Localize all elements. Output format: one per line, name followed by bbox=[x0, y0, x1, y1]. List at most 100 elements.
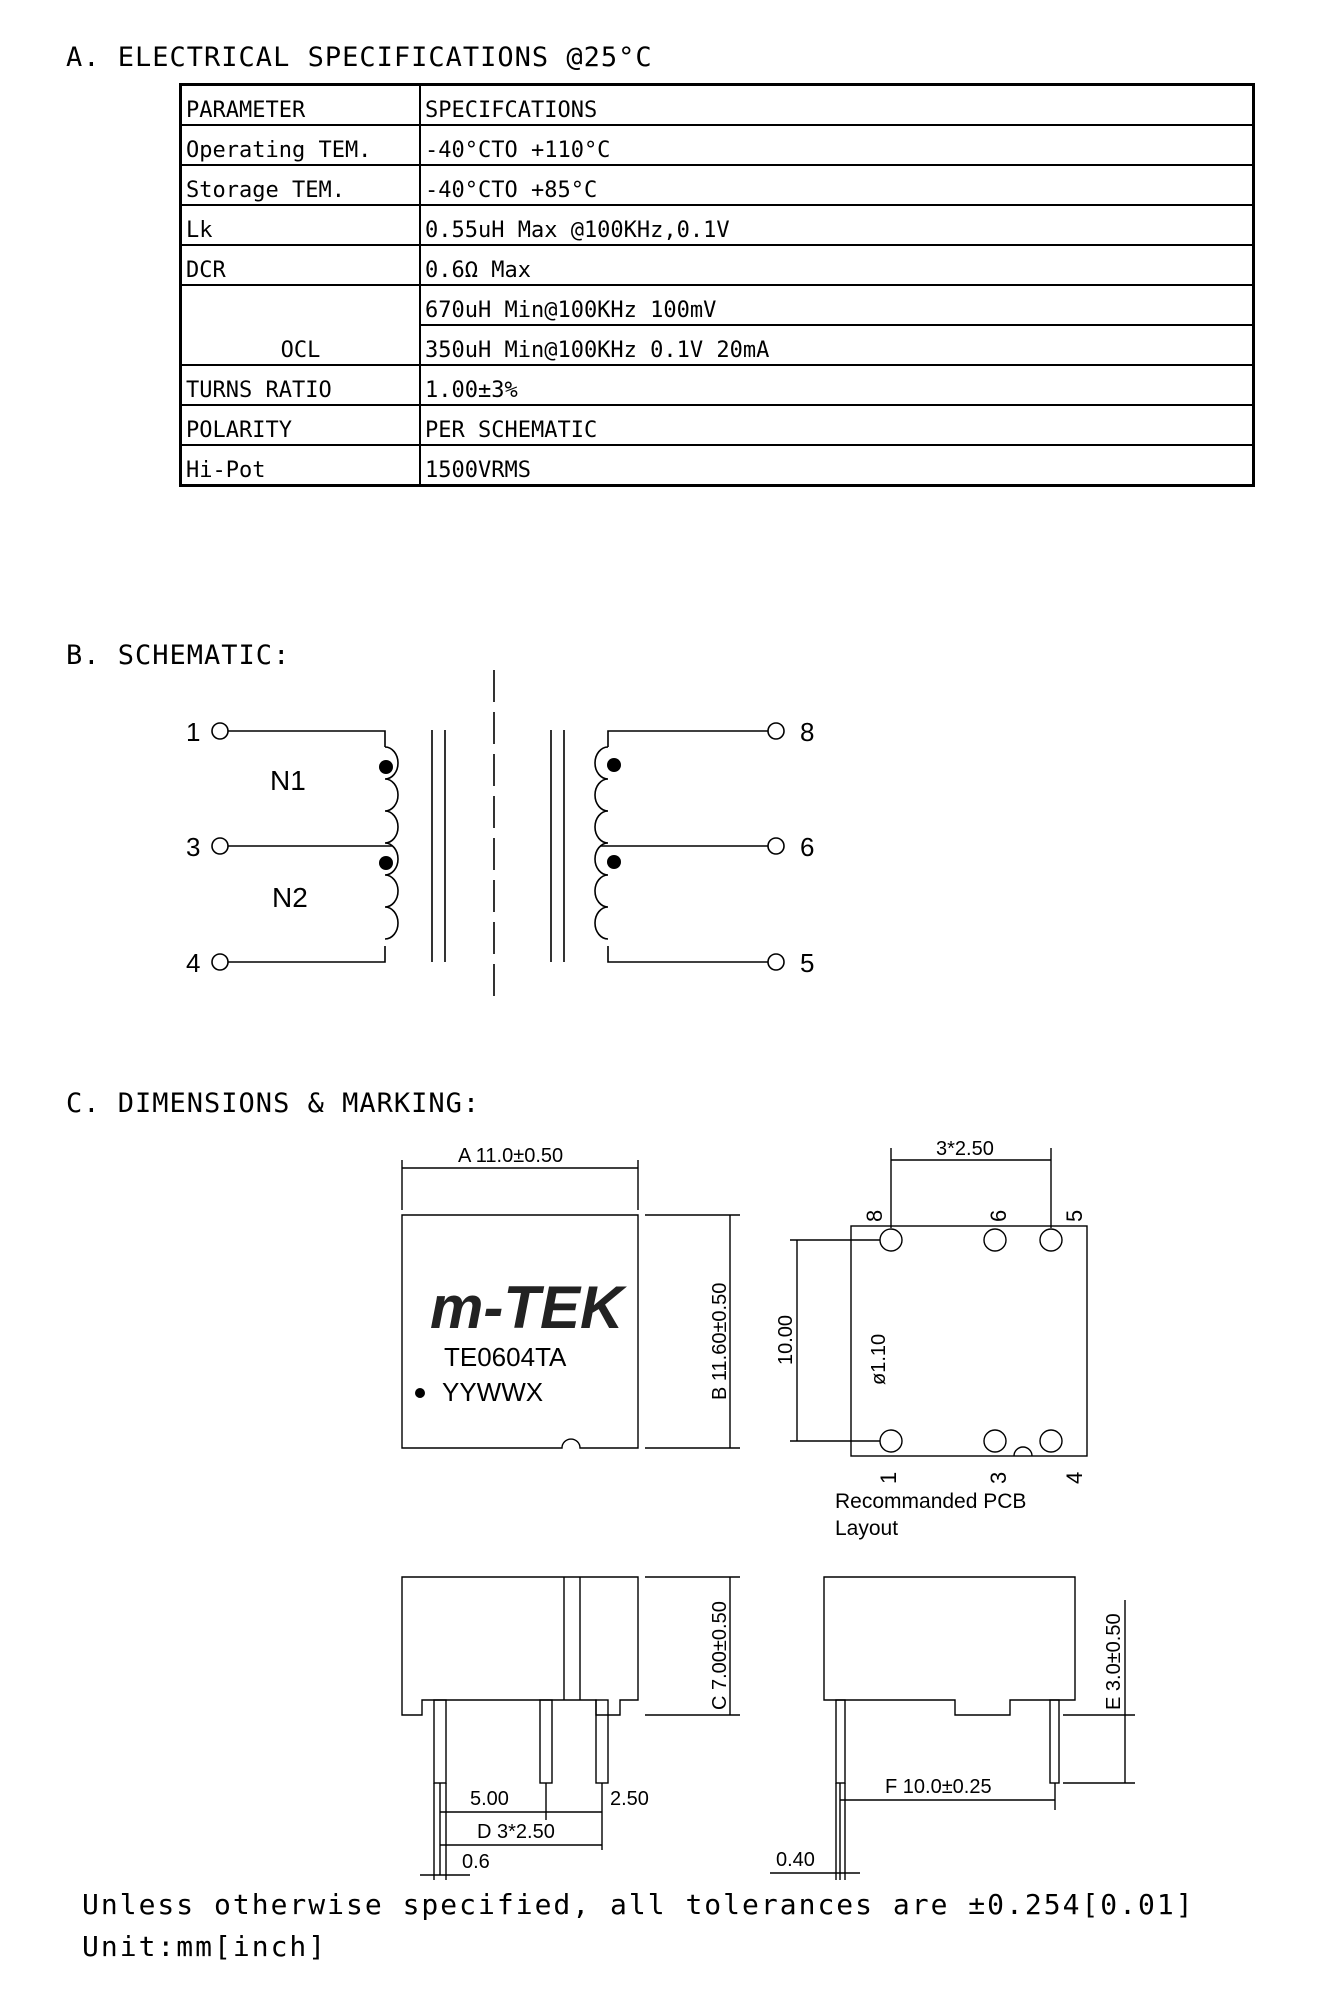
unit-note: Unit:mm[inch] bbox=[82, 1930, 328, 1963]
table-row-ocl: OCL 670uH Min@100KHz 100mV bbox=[179, 284, 1255, 366]
table-row: Lk 0.55uH Max @100KHz,0.1V bbox=[179, 204, 1255, 246]
front-view-body bbox=[401, 1576, 639, 1716]
pin-lead bbox=[1049, 1699, 1060, 1784]
date-code: YYWWX bbox=[442, 1377, 543, 1407]
table-row-ocl: 350uH Min@100KHz 0.1V 20mA bbox=[181, 324, 1255, 366]
row-parameter: Operating TEM. bbox=[179, 124, 421, 166]
pcb-pin-5: 5 bbox=[1062, 1210, 1087, 1222]
polarity-dot bbox=[607, 855, 621, 869]
pcb-pin-8: 8 bbox=[862, 1210, 887, 1222]
lead-wire bbox=[607, 946, 768, 963]
mtek-logo: m-TEK bbox=[430, 1274, 627, 1341]
pin-lead bbox=[433, 1699, 447, 1784]
primary-coil bbox=[384, 746, 399, 940]
row-parameter: Storage TEM. bbox=[179, 164, 421, 206]
pcb-height-label: 10.00 bbox=[775, 1315, 797, 1365]
row-spec: -40°CTO +85°C bbox=[419, 164, 1255, 206]
row-parameter: DCR bbox=[179, 244, 421, 286]
pin1-marker-dot bbox=[415, 1388, 425, 1398]
row-spec: PER SCHEMATIC bbox=[419, 404, 1255, 446]
pin-label-6: 6 bbox=[800, 832, 814, 862]
section-a-title: A. ELECTRICAL SPECIFICATIONS @25°C bbox=[66, 42, 653, 73]
pcb-notch bbox=[1013, 1446, 1033, 1457]
electrical-spec-table: PARAMETER SPECIFCATIONS Operating TEM. -… bbox=[179, 83, 1255, 487]
pcb-pin-1: 1 bbox=[876, 1472, 901, 1484]
pin-lead bbox=[595, 1699, 609, 1784]
table-row: TURNS RATIO 1.00±3% bbox=[179, 364, 1255, 406]
row-parameter: Lk bbox=[179, 204, 421, 246]
pcb-hole bbox=[1039, 1429, 1063, 1453]
dim-500-label: 5.00 bbox=[470, 1788, 509, 1810]
dim-d-label: D 3*2.50 bbox=[477, 1821, 555, 1843]
pin-terminal bbox=[767, 722, 785, 740]
polarity-dot bbox=[379, 760, 393, 774]
pcb-pin-4: 4 bbox=[1062, 1472, 1087, 1484]
table-row: Hi-Pot 1500VRMS bbox=[179, 444, 1255, 487]
table-row: POLARITY PER SCHEMATIC bbox=[179, 404, 1255, 446]
pcb-pitch-label: 3*2.50 bbox=[936, 1138, 994, 1160]
polarity-dot bbox=[379, 856, 393, 870]
table-row: Operating TEM. -40°CTO +110°C bbox=[179, 124, 1255, 166]
pcb-hole bbox=[879, 1228, 903, 1252]
pcb-pin-6: 6 bbox=[986, 1210, 1011, 1222]
lead-wire bbox=[607, 730, 768, 747]
top-view-body bbox=[401, 1214, 639, 1449]
ocl-spec-2: 350uH Min@100KHz 0.1V 20mA bbox=[419, 324, 1255, 366]
pcb-hole bbox=[983, 1429, 1007, 1453]
polarity-dot bbox=[607, 758, 621, 772]
pcb-hole-label: ø1.10 bbox=[868, 1334, 890, 1385]
pin-label-1: 1 bbox=[186, 717, 200, 747]
header-parameter: PARAMETER bbox=[179, 83, 421, 126]
table-header-row: PARAMETER SPECIFCATIONS bbox=[179, 83, 1255, 126]
pin-label-8: 8 bbox=[800, 717, 814, 747]
winding-label-n1: N1 bbox=[270, 765, 306, 796]
dim-250-label: 2.50 bbox=[610, 1788, 649, 1810]
section-b-title: B. SCHEMATIC: bbox=[66, 640, 291, 671]
row-spec: -40°CTO +110°C bbox=[419, 124, 1255, 166]
row-spec: 0.55uH Max @100KHz,0.1V bbox=[419, 204, 1255, 246]
lead-wire bbox=[228, 946, 386, 963]
pin-terminal bbox=[211, 953, 229, 971]
lead-wire bbox=[228, 730, 386, 747]
pin-terminal bbox=[211, 837, 229, 855]
dim-b-label: B 11.60±0.50 bbox=[709, 1283, 731, 1400]
pcb-hole bbox=[1039, 1228, 1063, 1252]
row-parameter: POLARITY bbox=[179, 404, 421, 446]
pin-terminal bbox=[211, 722, 229, 740]
dim-06-label: 0.6 bbox=[462, 1851, 490, 1873]
winding-label-n2: N2 bbox=[272, 882, 308, 913]
table-row: DCR 0.6Ω Max bbox=[179, 244, 1255, 286]
pcb-caption-2: Layout bbox=[835, 1517, 898, 1540]
pcb-outline bbox=[850, 1225, 1088, 1457]
table-row: Storage TEM. -40°CTO +85°C bbox=[179, 164, 1255, 206]
row-spec: 1500VRMS bbox=[419, 444, 1255, 487]
pin-terminal bbox=[767, 837, 785, 855]
pin-label-4: 4 bbox=[186, 948, 200, 978]
row-parameter: Hi-Pot bbox=[179, 444, 421, 487]
pin-lead bbox=[539, 1699, 553, 1784]
dim-a-label: A 11.0±0.50 bbox=[458, 1145, 563, 1167]
dim-e-label: E 3.0±0.50 bbox=[1103, 1613, 1125, 1710]
header-spec: SPECIFCATIONS bbox=[419, 83, 1255, 126]
schematic bbox=[211, 670, 785, 1000]
secondary-coil bbox=[594, 746, 609, 940]
pin-terminal bbox=[767, 953, 785, 971]
pin-lead bbox=[835, 1699, 846, 1784]
ocl-spec-1: 670uH Min@100KHz 100mV bbox=[419, 284, 1255, 326]
pcb-hole bbox=[879, 1429, 903, 1453]
ocl-parameter: OCL bbox=[179, 284, 421, 366]
tolerance-note: Unless otherwise specified, all toleranc… bbox=[82, 1888, 1195, 1921]
section-c-title: C. DIMENSIONS & MARKING: bbox=[66, 1088, 481, 1119]
part-number: TE0604TA bbox=[444, 1342, 567, 1372]
side-view-body bbox=[823, 1576, 1076, 1716]
dim-f-label: F 10.0±0.25 bbox=[885, 1776, 992, 1798]
row-spec: 1.00±3% bbox=[419, 364, 1255, 406]
dim-c-label: C 7.00±0.50 bbox=[709, 1601, 731, 1710]
pcb-pin-3: 3 bbox=[986, 1472, 1011, 1484]
dim-040-label: 0.40 bbox=[776, 1849, 815, 1871]
pin-label-5: 5 bbox=[800, 948, 814, 978]
pcb-caption-1: Recommanded PCB bbox=[835, 1490, 1026, 1513]
row-spec: 0.6Ω Max bbox=[419, 244, 1255, 286]
row-parameter: TURNS RATIO bbox=[179, 364, 421, 406]
